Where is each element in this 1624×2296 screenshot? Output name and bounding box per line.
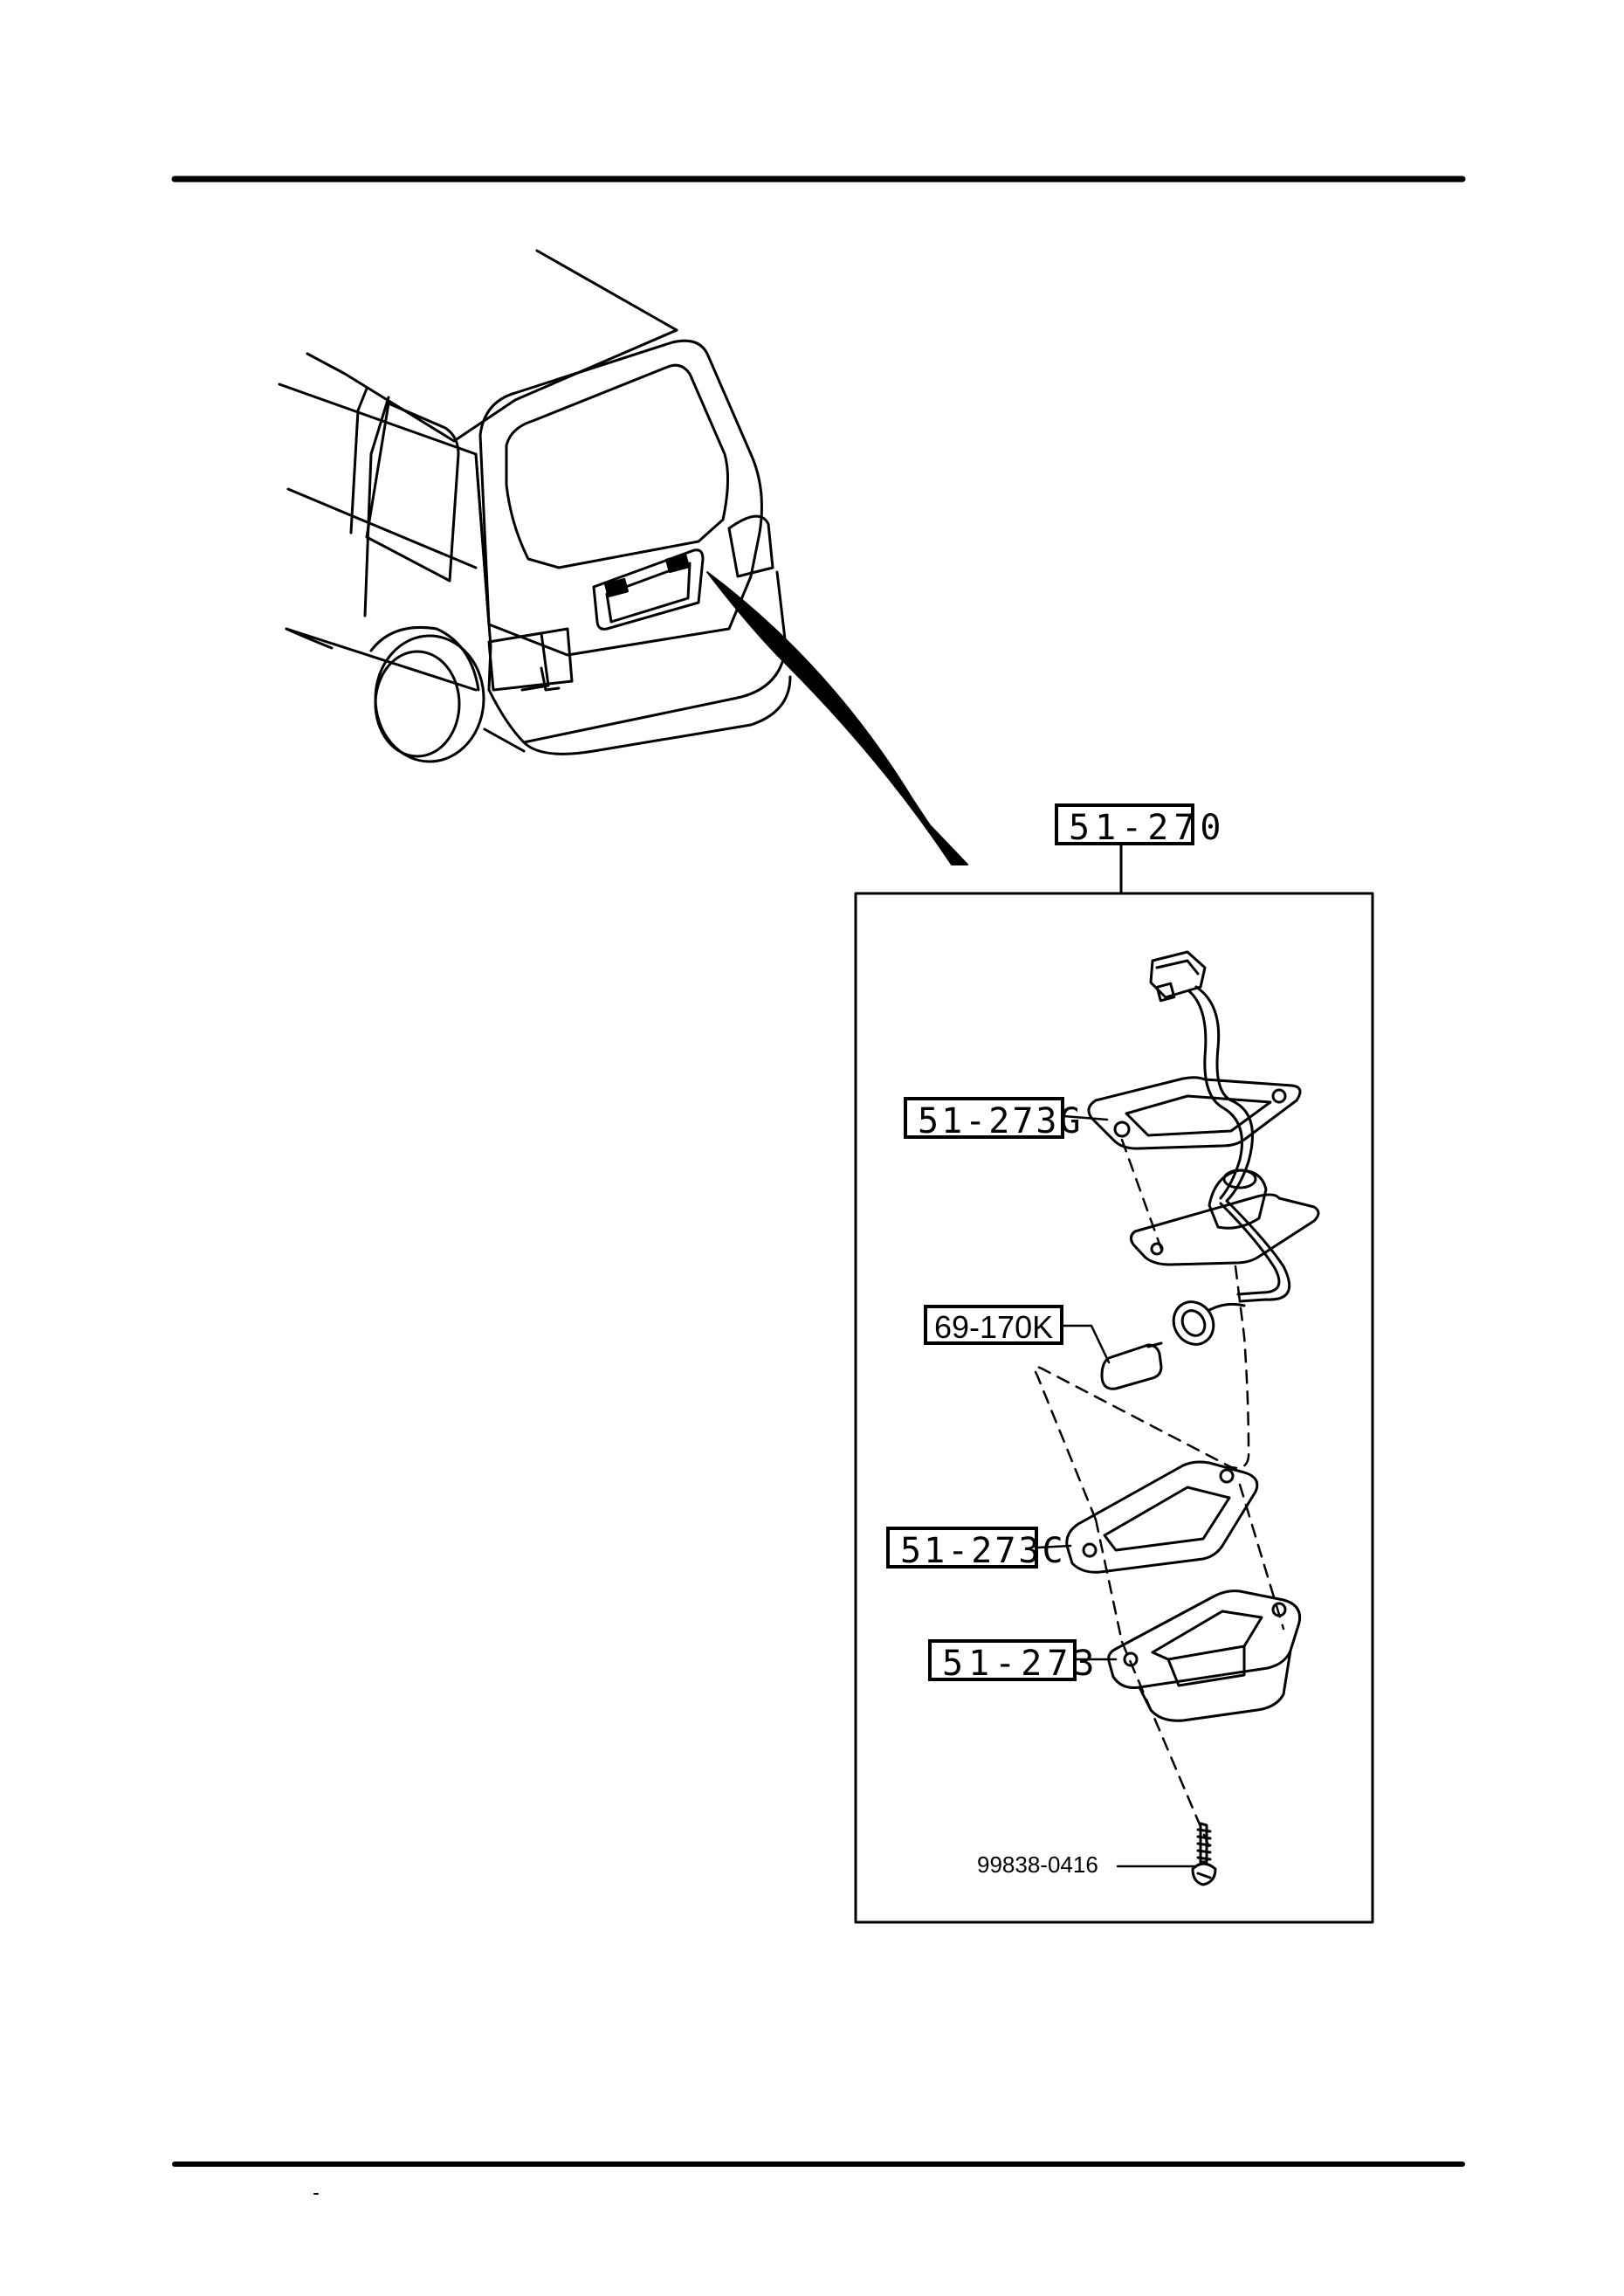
- wiring-harness: [1149, 950, 1254, 1203]
- screw-part: [1191, 1822, 1217, 1886]
- alignment-dashes: [1033, 1138, 1285, 1849]
- socket-base-part: [1129, 1169, 1320, 1266]
- callout-gasket-lower-51-273C: 51-273C: [886, 1527, 1063, 1569]
- bulb-socket-part: [1172, 1199, 1291, 1346]
- callout-lens-housing-51-273: 51-273: [928, 1639, 1095, 1681]
- bulb-part: [1100, 1341, 1163, 1390]
- vehicle-rear-illustration: [278, 249, 792, 763]
- lens-housing-part: [1107, 1589, 1302, 1722]
- callout-leaders: [1036, 1114, 1196, 1868]
- callout-screw-99838-0416: 99838-0416: [977, 1851, 1098, 1878]
- callout-gasket-upper-51-273G: 51-273G: [904, 1097, 1081, 1139]
- callout-assembly-51-270: 51-270: [1055, 803, 1221, 845]
- gasket-upper-part: [1087, 1076, 1302, 1150]
- detail-frame: [854, 892, 1374, 1924]
- callout-bulb-69-170K: 69-170K: [924, 1305, 1063, 1345]
- detail-leader: [706, 571, 968, 865]
